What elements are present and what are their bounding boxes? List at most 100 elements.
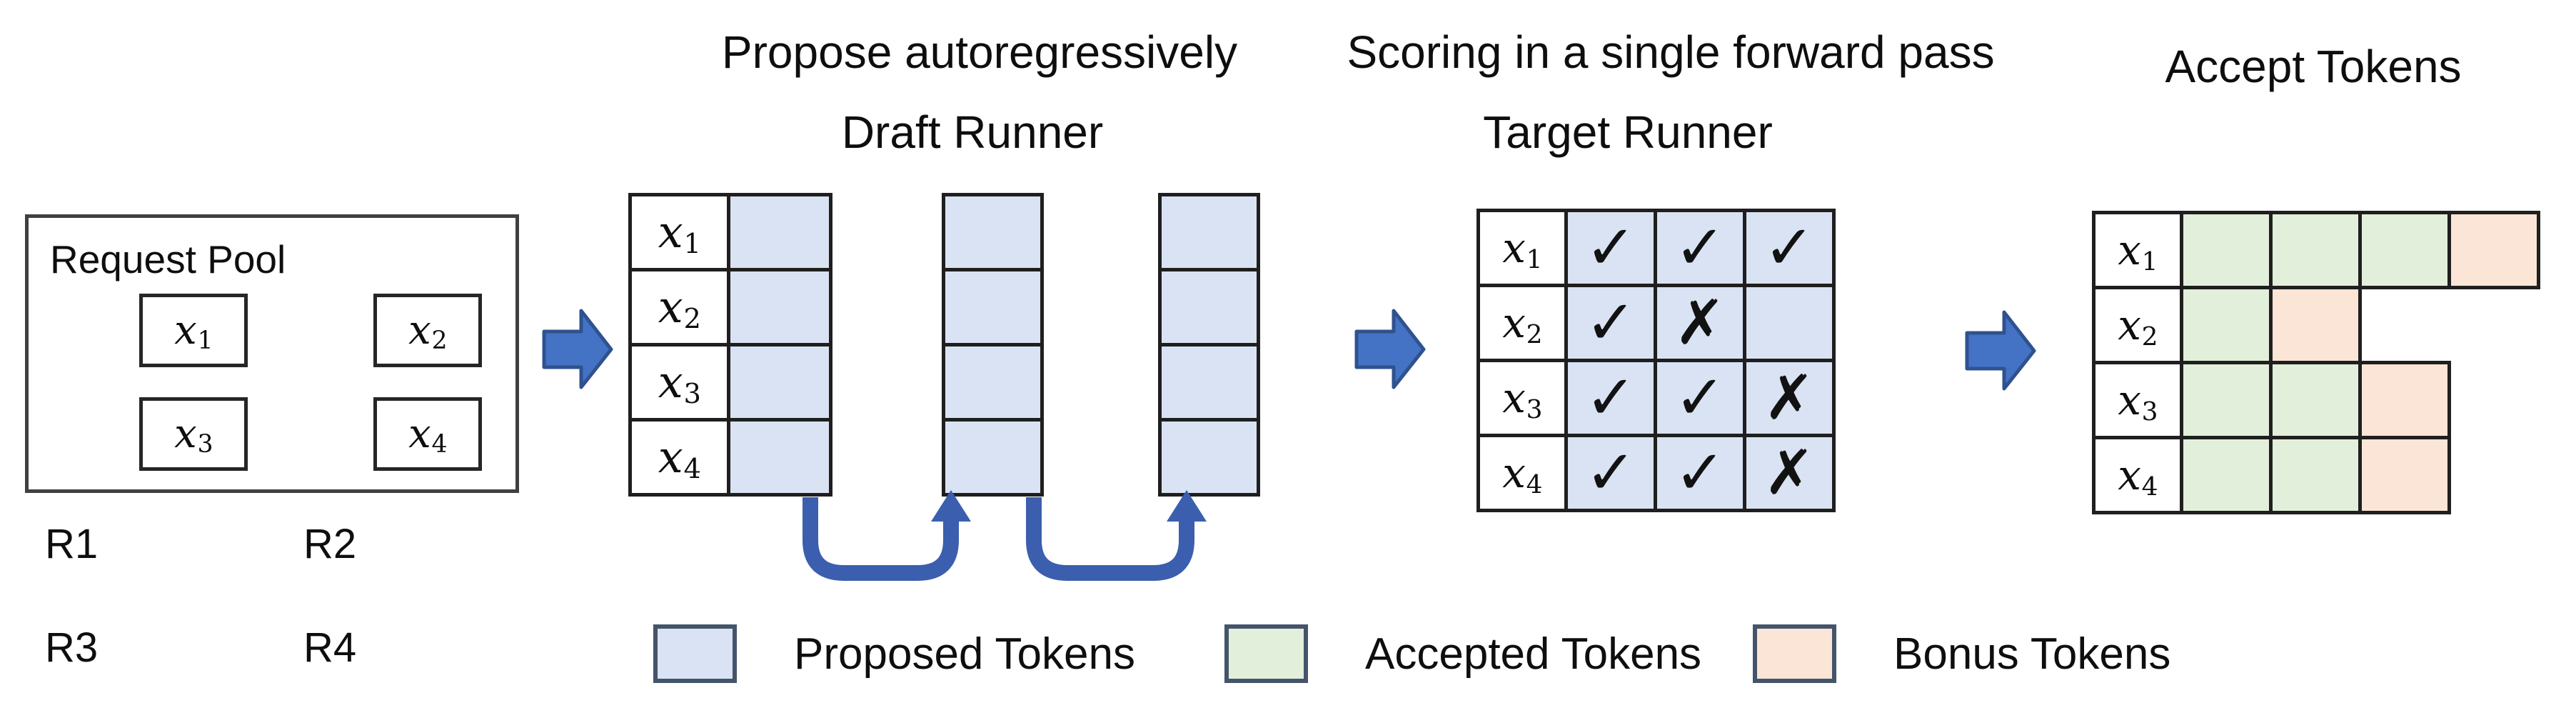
token-subscript: 2 (431, 326, 448, 356)
check-mark-icon: ✓ (1674, 212, 1726, 284)
scored-cell-check: ✓ (1564, 434, 1657, 512)
table-row (942, 268, 1044, 346)
token-subscript: 1 (683, 228, 701, 261)
table-row (1158, 193, 1260, 271)
cross-mark-icon: ✗ (1763, 437, 1816, 509)
table-row: x3 (628, 343, 832, 422)
proposed-token-cell (727, 343, 832, 422)
autoregressive-loop-arrow-icon (803, 497, 959, 581)
token-subscript: 1 (1526, 244, 1543, 274)
propose-title: Propose autoregressively (721, 26, 1238, 78)
draft-token-label-cell: x1 (628, 193, 730, 271)
token-label: x3 (174, 410, 213, 459)
draft-token-label-cell: x3 (628, 343, 730, 422)
table-row: x4 (628, 418, 832, 497)
token-label: x2 (1502, 299, 1543, 349)
token-label: x1 (2118, 226, 2158, 276)
table-row (942, 343, 1044, 422)
right-arrow-icon (1354, 309, 1426, 389)
draft-token-label-cell: x2 (628, 268, 730, 346)
scored-cell-check: ✓ (1743, 209, 1836, 287)
check-mark-icon: ✓ (1584, 287, 1637, 359)
check-mark-icon: ✓ (1584, 212, 1637, 284)
draft-runner-step2-column (942, 193, 1044, 497)
proposed-token-cell (942, 268, 1044, 346)
proposed-token-cell (727, 268, 832, 346)
token-label: x1 (658, 206, 701, 261)
bonus-token-cell (2447, 211, 2540, 289)
draft-runner-step3-column (1158, 193, 1260, 497)
scored-cell-cross: ✗ (1654, 284, 1746, 362)
table-row: x1✓✓✓ (1476, 209, 1836, 287)
token-subscript: 3 (683, 378, 701, 411)
draft-runner-title: Draft Runner (841, 106, 1104, 158)
target-runner-title: Target Runner (1483, 106, 1773, 158)
token-subscript: 2 (2141, 321, 2158, 352)
request-token-box: x4 (373, 397, 482, 471)
token-subscript: 3 (2141, 397, 2158, 427)
token-label: x3 (658, 356, 701, 411)
target-token-label-cell: x1 (1476, 209, 1568, 287)
table-row: x2 (628, 268, 832, 346)
check-mark-icon: ✓ (1763, 212, 1816, 284)
token-label: x2 (2118, 301, 2158, 352)
proposed-tokens-label: Proposed Tokens (794, 629, 1135, 679)
request-id-label: R4 (303, 624, 357, 671)
accept-token-label-cell: x1 (2092, 211, 2183, 289)
scored-cell-check: ✓ (1564, 209, 1657, 287)
table-row (1158, 418, 1260, 497)
table-row: x1 (2092, 211, 2540, 289)
autoregressive-loop-arrow-icon (1026, 497, 1194, 581)
legend-item-bonus: Bonus Tokens (1753, 624, 2170, 683)
check-mark-icon: ✓ (1674, 437, 1726, 509)
cross-mark-icon: ✗ (1763, 362, 1816, 434)
request-id-label: R1 (45, 521, 99, 567)
request-token-box: x1 (139, 294, 248, 367)
proposed-token-cell (942, 193, 1044, 271)
token-label: x1 (174, 306, 213, 356)
table-row (942, 418, 1044, 497)
table-row (942, 193, 1044, 271)
token-subscript: 4 (2141, 472, 2158, 502)
scored-cell-cross: ✗ (1743, 359, 1836, 437)
token-label: x2 (658, 281, 701, 336)
check-mark-icon: ✓ (1584, 362, 1637, 434)
proposed-token-cell (942, 418, 1044, 497)
accepted-token-cell (2358, 211, 2451, 289)
token-subscript: 2 (683, 303, 701, 336)
table-row: x3 (2092, 361, 2540, 439)
proposed-token-cell (1158, 343, 1260, 422)
accepted-token-cell (2269, 361, 2362, 439)
token-subscript: 4 (683, 453, 701, 486)
accepted-token-cell (2269, 211, 2362, 289)
token-label: x3 (1502, 374, 1543, 424)
token-subscript: 2 (1526, 319, 1543, 349)
table-row: x4✓✓✗ (1476, 434, 1836, 512)
token-subscript: 3 (197, 430, 213, 459)
accepted-tokens-swatch (1224, 624, 1308, 683)
cross-mark-icon: ✗ (1674, 287, 1726, 359)
token-subscript: 1 (2141, 246, 2158, 276)
scored-cell-check: ✓ (1654, 209, 1746, 287)
table-row: x3✓✓✗ (1476, 359, 1836, 437)
token-subscript: 4 (431, 430, 448, 459)
proposed-token-cell (1158, 193, 1260, 271)
accepted-token-cell (2180, 361, 2273, 439)
proposed-token-cell (1158, 268, 1260, 346)
target-token-label-cell: x3 (1476, 359, 1568, 437)
target-runner-table: x1✓✓✓x2✓✗x3✓✓✗x4✓✓✗ (1476, 209, 1836, 512)
scored-cell-cross: ✗ (1743, 434, 1836, 512)
accepted-token-cell (2180, 436, 2273, 514)
scored-cell-check: ✓ (1654, 359, 1746, 437)
target-token-label-cell: x2 (1476, 284, 1568, 362)
token-label: x4 (2118, 451, 2158, 502)
request-id-label: R3 (45, 624, 99, 671)
legend-item-accepted: Accepted Tokens (1224, 624, 1701, 683)
token-subscript: 3 (1526, 394, 1543, 424)
scored-cell-empty (1743, 284, 1836, 362)
accepted-token-cell (2269, 436, 2362, 514)
token-label: x3 (2118, 376, 2158, 427)
accept-tokens-table: x1 x2 x3 x4 (2092, 211, 2540, 514)
